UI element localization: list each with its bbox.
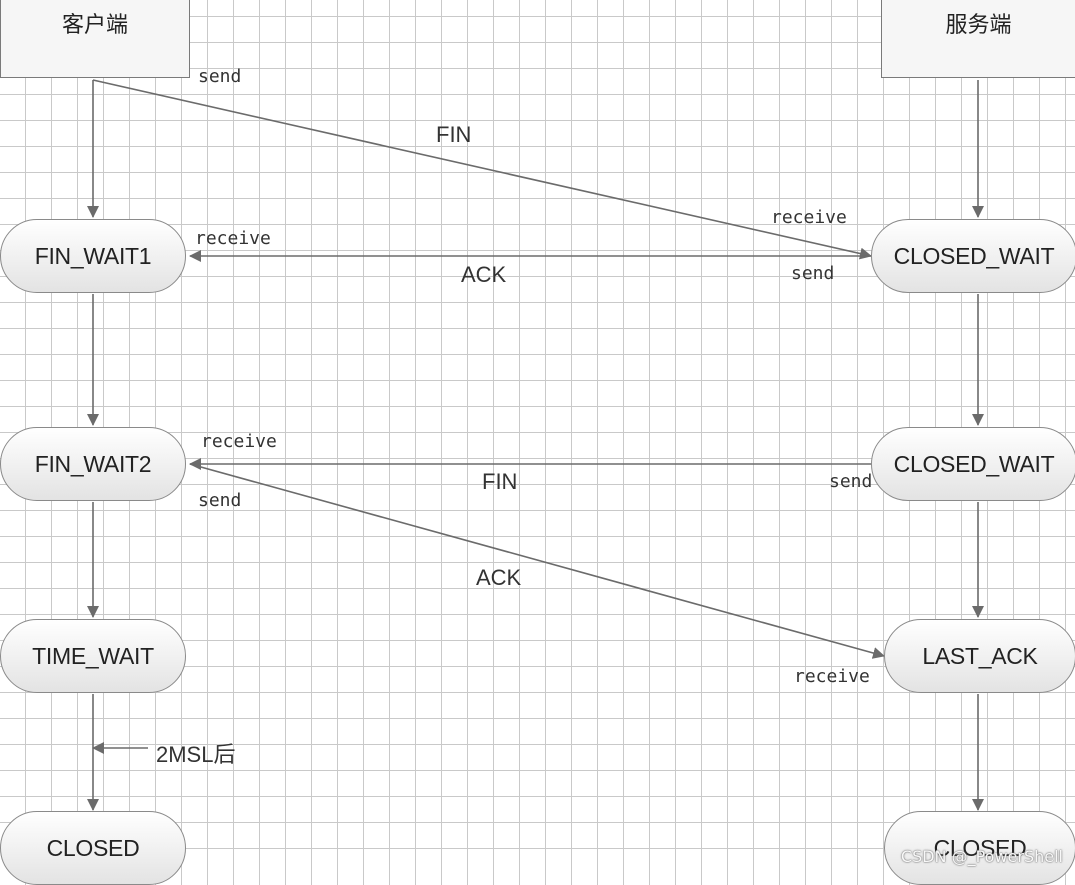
- client-state-fin-wait1: FIN_WAIT1: [0, 219, 186, 293]
- ack1-message-label: ACK: [461, 262, 507, 287]
- fin2-receive-label: receive: [201, 431, 277, 452]
- watermark: CSDN @_PowerShell: [900, 847, 1063, 866]
- timer-label: 2MSL后: [156, 742, 236, 767]
- fin1-message-label: FIN: [436, 122, 472, 147]
- ack2-message-label: ACK: [476, 565, 522, 590]
- fin2-message-label: FIN: [482, 469, 518, 494]
- ack1-receive-label: receive: [195, 228, 271, 249]
- client-state-time-wait: TIME_WAIT: [0, 619, 186, 693]
- fin1-receive-label: receive: [771, 207, 847, 228]
- ack2-arrow: [189, 463, 885, 659]
- client-actor: 客户端: [0, 0, 190, 78]
- fin1-send-label: send: [198, 66, 242, 87]
- ack2-receive-label: receive: [794, 666, 870, 687]
- server-actor: 服务端: [881, 0, 1075, 78]
- server-state-closed-wait-1: CLOSED_WAIT: [871, 219, 1075, 293]
- server-state-last-ack: LAST_ACK: [884, 619, 1075, 693]
- client-state-closed: CLOSED: [0, 811, 186, 885]
- server-state-closed-wait-2: CLOSED_WAIT: [871, 427, 1075, 501]
- ack1-send-label: send: [791, 263, 835, 284]
- server-state-closed: CLOSED: [884, 811, 1075, 885]
- fin2-send-label: send: [829, 471, 873, 492]
- ack2-send-label: send: [198, 490, 242, 511]
- fin1-arrow: [92, 79, 872, 260]
- client-state-fin-wait2: FIN_WAIT2: [0, 427, 186, 501]
